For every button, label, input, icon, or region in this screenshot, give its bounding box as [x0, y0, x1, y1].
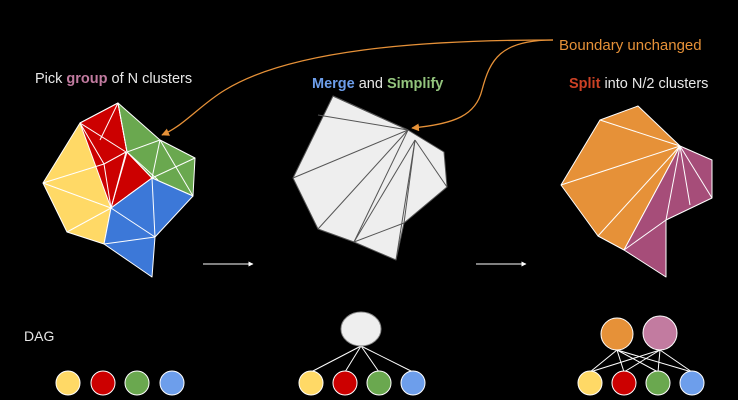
merge-word: Merge: [312, 76, 355, 92]
dag-label: DAG: [24, 328, 54, 344]
split-edges: [560, 119, 713, 251]
dag-node-pink: [642, 315, 678, 351]
dag-stage1: [55, 370, 185, 396]
split-mesh: [560, 105, 713, 278]
boundary-arrow-1: [161, 39, 554, 136]
dag-node-blue: [679, 370, 705, 396]
dag-stage2: [298, 311, 426, 396]
dag-node-green: [645, 370, 671, 396]
dag-node-merged: [340, 311, 382, 347]
step3-label: Split into N/2 clusters: [569, 76, 708, 92]
step1-label: Pick group of N clusters: [35, 71, 192, 87]
dag-node-yellow: [55, 370, 81, 396]
boundary-arrow-2: [411, 39, 554, 132]
dag-node-orange: [600, 317, 634, 351]
simplified-edges: [292, 95, 448, 261]
dag-node-yellow: [298, 370, 324, 396]
dag-stage3: [577, 315, 705, 396]
merged-mesh: [292, 95, 448, 261]
merged-outline: [292, 95, 448, 261]
dag-node-green: [124, 370, 150, 396]
dag-node-yellow: [577, 370, 603, 396]
dag-node-blue: [159, 370, 185, 396]
group-word: group: [66, 71, 107, 87]
simplify-word: Simplify: [387, 76, 443, 92]
dag-node-red: [332, 370, 358, 396]
mesh-edges: [42, 102, 196, 245]
step2-label: Merge and Simplify: [312, 76, 443, 92]
cluster-group-mesh: [42, 102, 196, 278]
dag-node-green: [366, 370, 392, 396]
dag-node-red: [90, 370, 116, 396]
boundary-unchanged-label: Boundary unchanged: [559, 37, 702, 54]
dag-node-red: [611, 370, 637, 396]
dag-node-blue: [400, 370, 426, 396]
split-word: Split: [569, 76, 601, 92]
